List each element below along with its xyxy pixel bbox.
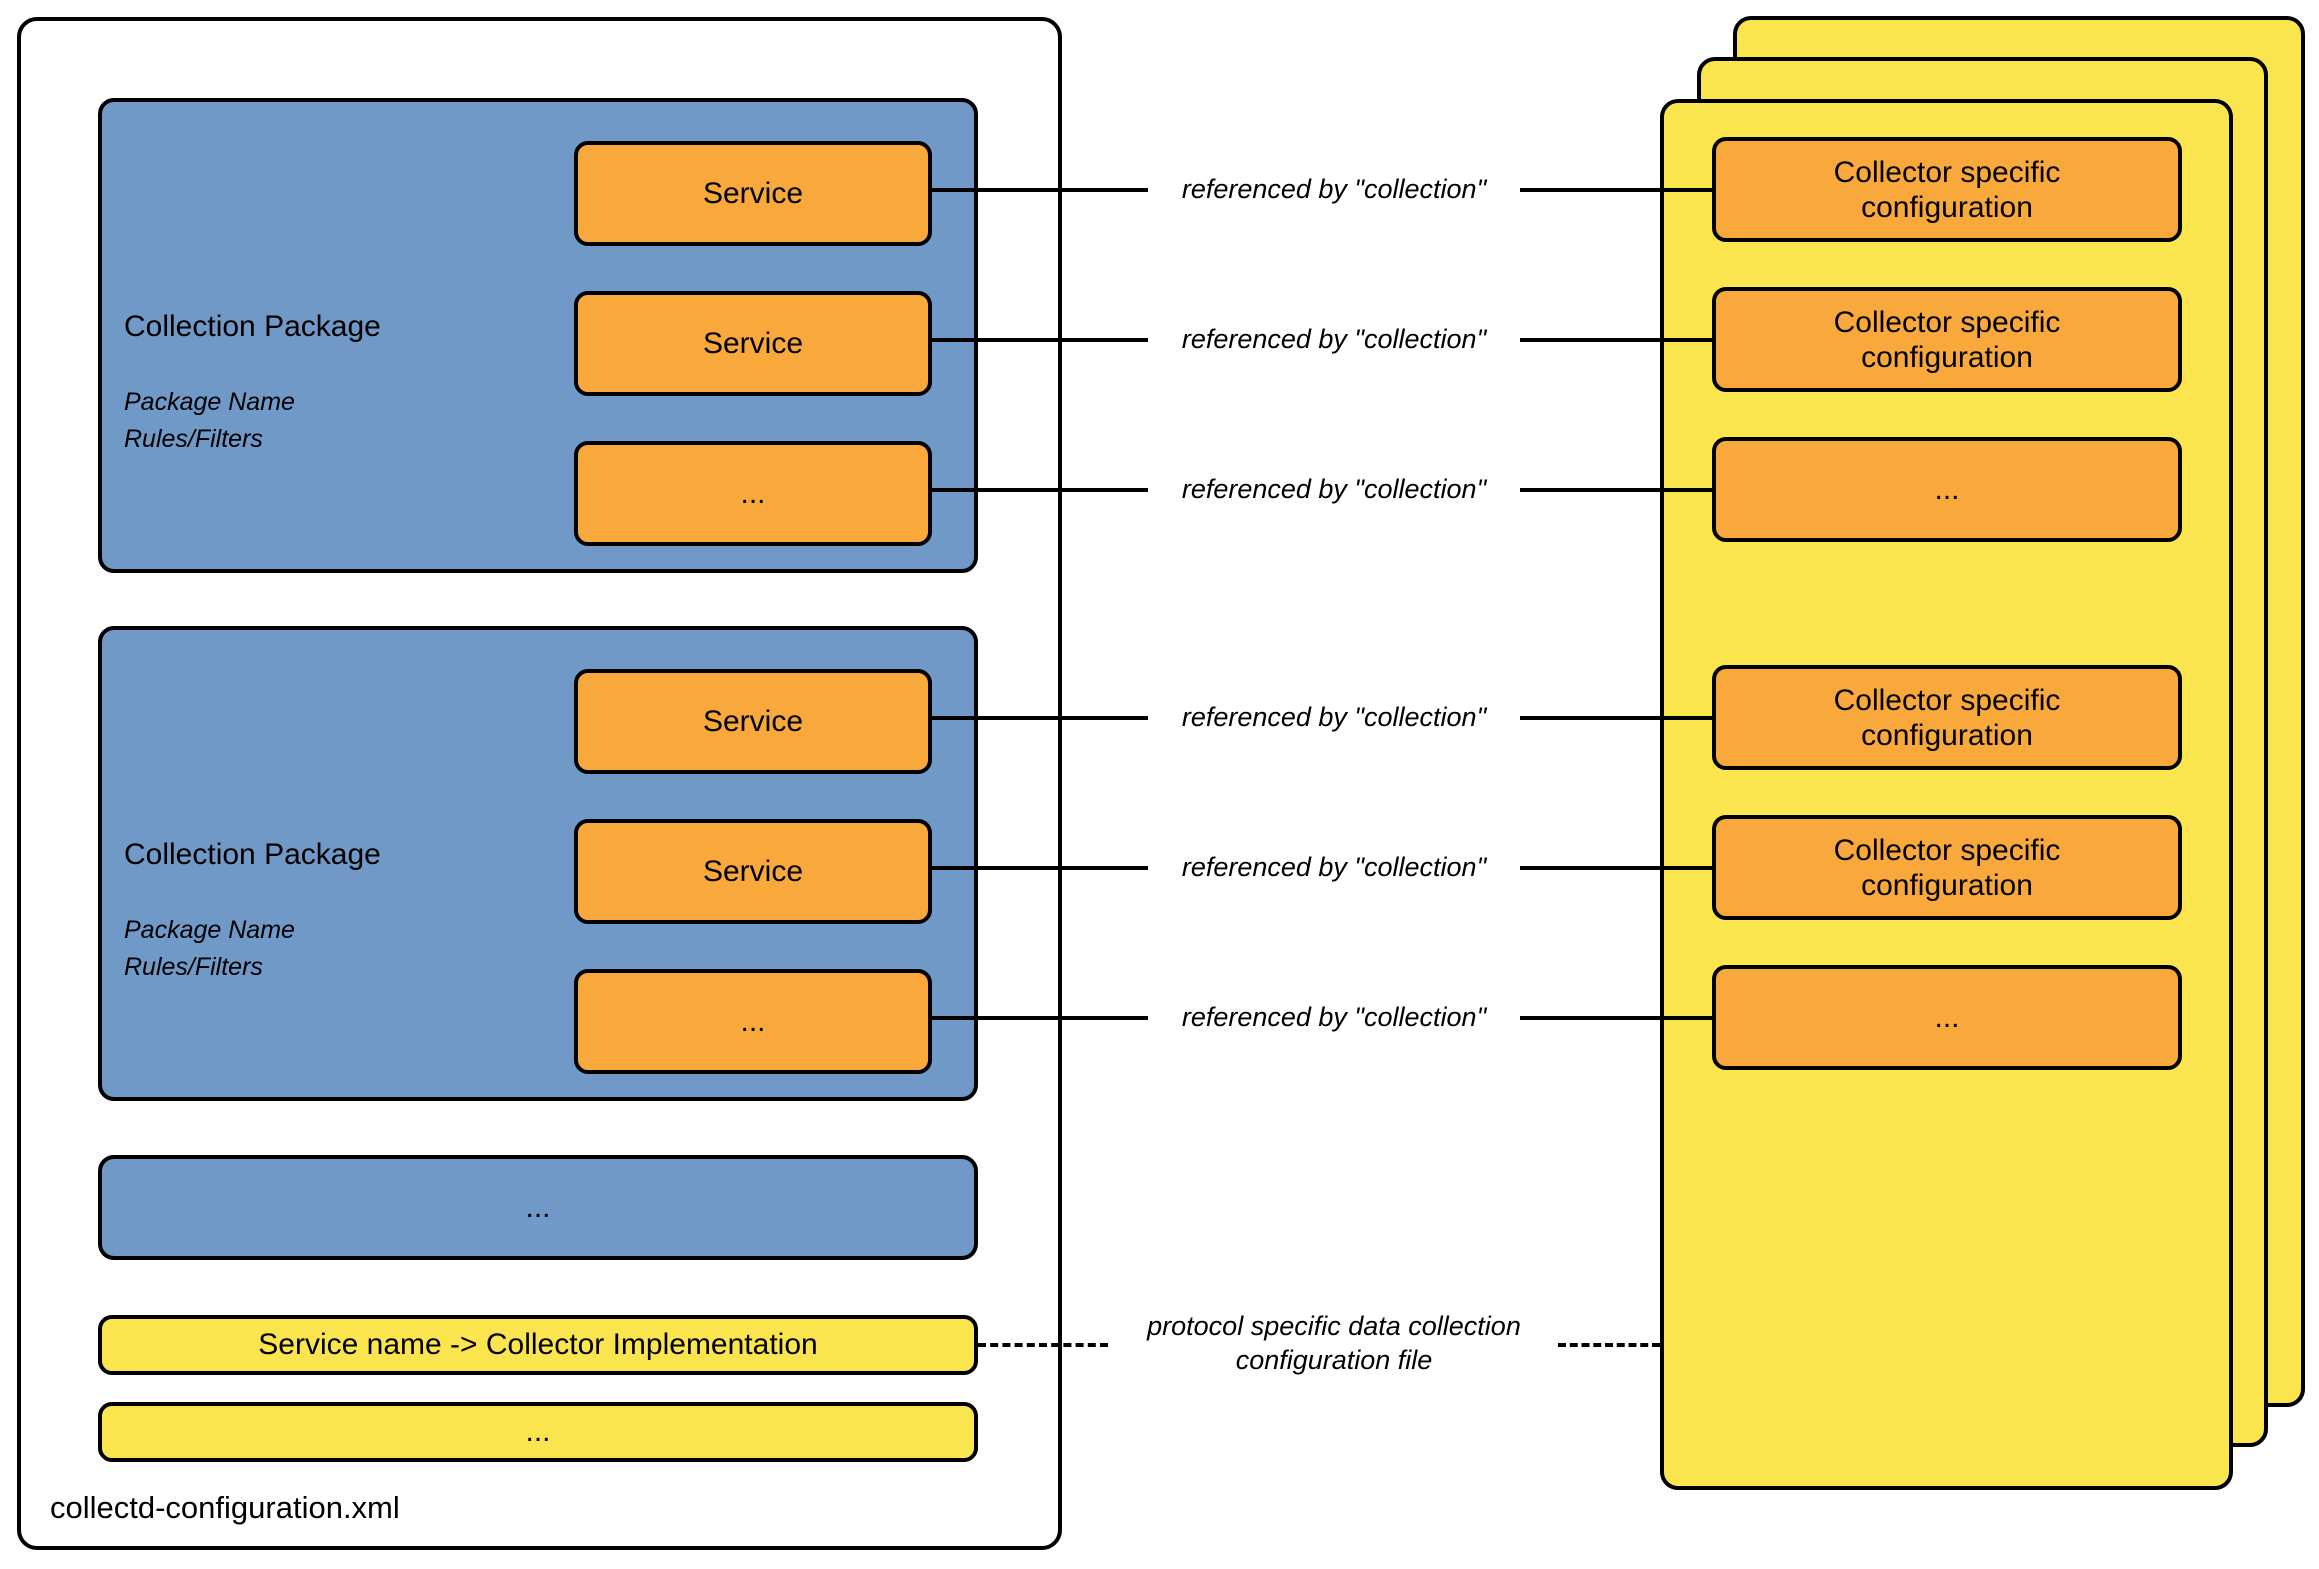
package-title: Collection Package [124,310,381,343]
service-box: Service [574,141,932,246]
connector-line [1520,716,1712,720]
connector-line [928,1016,1148,1020]
connector-line [928,338,1148,342]
rules-filters-line: Rules/Filters [124,953,263,981]
service-more-box: ... [574,441,932,546]
connector-label: referenced by "collection" [1181,702,1487,732]
connector-line [928,716,1148,720]
collector-config-more-box: ... [1712,965,2182,1070]
connector-line [928,188,1148,192]
collector-config-box: Collector specific configuration [1712,665,2182,770]
more-mappings-box: ... [98,1402,978,1462]
collector-config-label: Collector specific configuration [1833,305,2061,374]
more-packages-box: ... [98,1155,978,1260]
collector-config-label: Collector specific configuration [1833,833,2061,902]
package-meta: Package Name Rules/Filters [124,384,295,458]
collector-config-label: Collector specific configuration [1833,683,2061,752]
service-more-box: ... [574,969,932,1074]
dashed-label-line2: configuration file [1235,1345,1433,1375]
connector-label: referenced by "collection" [1181,852,1487,882]
connector-label: referenced by "collection" [1181,1002,1487,1032]
rules-filters-line: Rules/Filters [124,425,263,453]
package-name-line: Package Name [124,388,295,416]
service-box: Service [574,291,932,396]
connector-line [1520,488,1712,492]
dashed-connector-line [978,1343,1108,1347]
collection-package-2: Collection Package Package Name Rules/Fi… [98,626,978,1101]
collector-config-more-box: ... [1712,437,2182,542]
collector-config-box: Collector specific configuration [1712,137,2182,242]
dashed-connector-label: protocol specific data collection config… [1096,1309,1572,1377]
service-collector-mapping-box: Service name -> Collector Implementation [98,1315,978,1375]
package-title: Collection Package [124,838,381,871]
connector-label: referenced by "collection" [1181,324,1487,354]
file-name-label: collectd-configuration.xml [50,1490,400,1525]
connector-line [1520,338,1712,342]
collector-config-box: Collector specific configuration [1712,287,2182,392]
connector-line [1520,188,1712,192]
service-box: Service [574,819,932,924]
collector-config-box: Collector specific configuration [1712,815,2182,920]
service-box: Service [574,669,932,774]
collector-config-label: ... [1934,473,1960,506]
package-name-line: Package Name [124,916,295,944]
collection-package-1: Collection Package Package Name Rules/Fi… [98,98,978,573]
dashed-label-line1: protocol specific data collection [1147,1311,1521,1341]
connector-line [1520,866,1712,870]
connector-label: referenced by "collection" [1181,174,1487,204]
connector-line [1520,1016,1712,1020]
connector-line [928,488,1148,492]
package-meta: Package Name Rules/Filters [124,912,295,986]
dashed-connector-line [1558,1343,1660,1347]
collector-config-label: Collector specific configuration [1833,155,2061,224]
connector-line [928,866,1148,870]
connector-label: referenced by "collection" [1181,474,1487,504]
collector-config-label: ... [1934,1001,1960,1034]
